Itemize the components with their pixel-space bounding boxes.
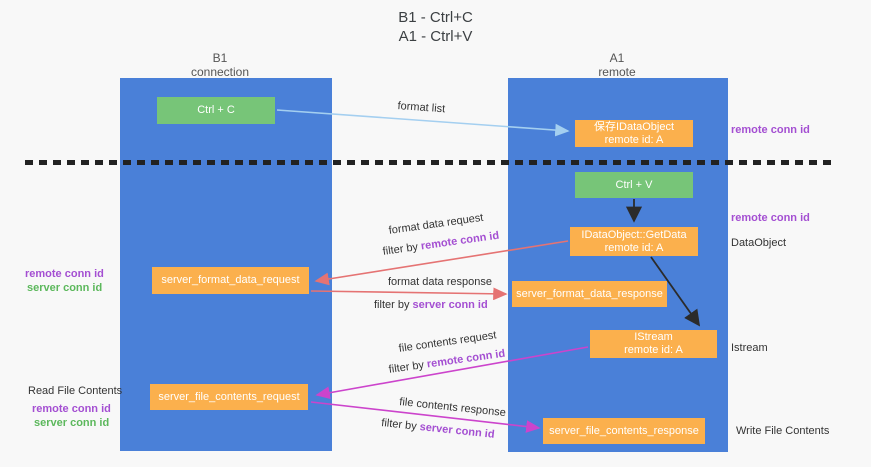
column-b1-sub: connection xyxy=(190,65,250,79)
node-ctrl-v-label: Ctrl + V xyxy=(615,178,653,191)
remote-conn-id-annotation-bottom-left: remote conn id xyxy=(32,403,111,415)
remote-conn-id-annotation-top: remote conn id xyxy=(731,124,810,136)
server-conn-id-text: server conn id xyxy=(412,299,488,311)
server-conn-id-annotation-left: server conn id xyxy=(27,282,103,294)
node-server-file-contents-request: server_file_contents_request xyxy=(150,384,308,410)
node-getdata-line2: remote id: A xyxy=(604,241,664,254)
server-conn-id-annotation-bottom-left: server conn id xyxy=(34,417,110,429)
node-getdata: IDataObject::GetData remote id: A xyxy=(570,227,698,256)
column-b1-name: B1 xyxy=(212,51,228,65)
filter-by-text: filter by xyxy=(374,299,413,311)
istream-annotation: Istream xyxy=(731,342,768,354)
format-list-label: format list xyxy=(397,100,446,116)
node-getdata-line1: IDataObject::GetData xyxy=(581,228,687,241)
filter-by-text: filter by xyxy=(382,240,422,258)
node-istream-line2: remote id: A xyxy=(624,344,683,356)
column-header-a1: A1 remote xyxy=(547,51,687,79)
node-istream-line1: IStream xyxy=(634,331,673,343)
node-server-file-contents-response-label: server_file_contents_response xyxy=(549,424,699,437)
server-conn-id-text: server conn id xyxy=(419,421,496,441)
format-data-response-filter-label: filter by server conn id xyxy=(374,299,488,311)
node-istream: IStream remote id: A xyxy=(590,330,717,358)
node-save-idataobject: 保存IDataObject remote id: A xyxy=(575,120,693,147)
page-title: B1 - Ctrl+C A1 - Ctrl+V xyxy=(0,8,871,46)
node-save-idataobject-line2: remote id: A xyxy=(604,133,664,146)
title-line-1: B1 - Ctrl+C xyxy=(398,9,473,26)
format-data-response-label: format data response xyxy=(388,276,492,288)
remote-conn-id-annotation-left: remote conn id xyxy=(25,268,104,280)
remote-conn-id-text: remote conn id xyxy=(426,347,506,371)
column-header-b1: B1 connection xyxy=(150,51,290,79)
dashed-separator xyxy=(25,160,835,165)
node-save-idataobject-line1: 保存IDataObject xyxy=(593,120,675,133)
remote-conn-id-text: remote conn id xyxy=(420,229,500,253)
node-server-format-data-response: server_format_data_response xyxy=(512,281,667,307)
node-server-format-data-request: server_format_data_request xyxy=(152,267,309,294)
column-a1-name: A1 xyxy=(609,51,625,65)
node-ctrl-v: Ctrl + V xyxy=(575,172,693,198)
write-file-contents-annotation: Write File Contents xyxy=(736,425,830,437)
read-file-contents-annotation: Read File Contents xyxy=(28,385,123,397)
dataobject-annotation: DataObject xyxy=(731,237,787,249)
node-server-file-contents-request-label: server_file_contents_request xyxy=(158,390,300,403)
file-contents-response-filter-label: filter by server conn id xyxy=(381,417,495,441)
format-data-response-arrow xyxy=(310,287,508,301)
remote-conn-id-annotation-mid: remote conn id xyxy=(731,212,810,224)
file-contents-response-label: file contents response xyxy=(398,396,507,420)
node-server-file-contents-response: server_file_contents_response xyxy=(543,418,705,444)
node-ctrl-c-label: Ctrl + C xyxy=(197,104,235,116)
node-ctrl-c: Ctrl + C xyxy=(157,97,275,124)
column-a1-sub: remote xyxy=(598,65,636,79)
filter-by-text: filter by xyxy=(388,358,428,376)
node-server-format-data-response-label: server_format_data_response xyxy=(516,287,663,300)
title-line-2: A1 - Ctrl+V xyxy=(398,28,473,45)
filter-by-text: filter by xyxy=(380,417,421,433)
node-server-format-data-request-label: server_format_data_request xyxy=(161,274,300,286)
